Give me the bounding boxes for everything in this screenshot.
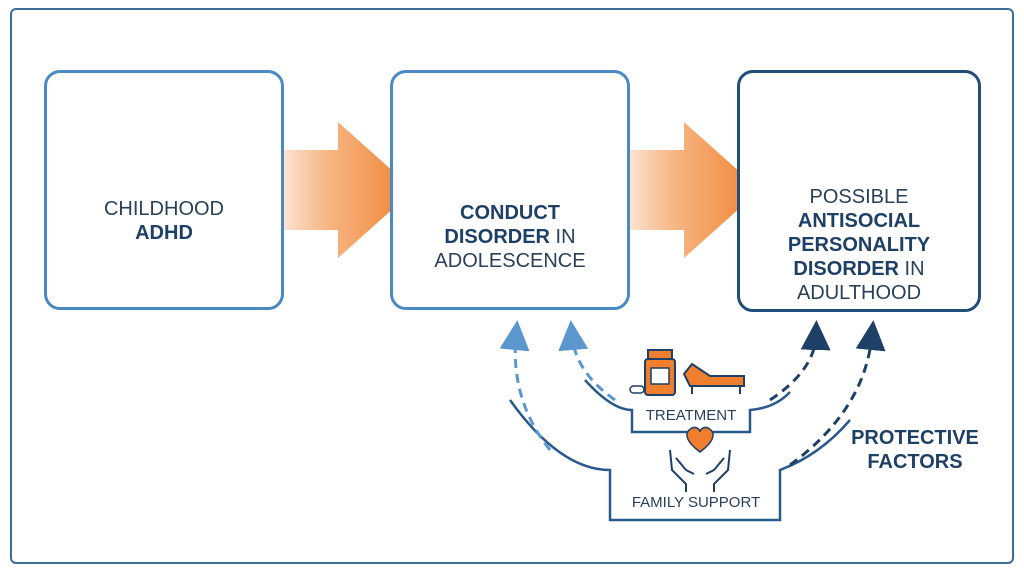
family-support-bracket xyxy=(508,399,851,522)
flow-arrow-2 xyxy=(610,122,760,258)
conduct-disorder-label: CONDUCT DISORDER IN ADOLESCENCE xyxy=(434,202,586,272)
heart-hands-icon xyxy=(669,426,731,492)
treatment-label: TREATMENT xyxy=(645,407,737,424)
diagram-frame xyxy=(10,8,1014,564)
childhood-adhd-label: CHILDHOOD ADHD xyxy=(103,198,224,244)
family-arrow-to-adult xyxy=(789,320,886,467)
treatment-bracket xyxy=(584,379,791,434)
antisocial-personality-label: POSSIBLE ANTISOCIAL PERSONALITY DISORDER… xyxy=(787,186,931,304)
pill-bottle-icon xyxy=(629,349,676,396)
family-arrow-to-conduct xyxy=(499,320,552,451)
treatment-arrow-to-adult xyxy=(769,320,831,402)
flow-arrow-1 xyxy=(264,122,414,258)
therapy-couch-icon xyxy=(682,362,745,394)
antisocial-personality-box: POSSIBLE ANTISOCIAL PERSONALITY DISORDER… xyxy=(737,70,981,312)
conduct-disorder-box: CONDUCT DISORDER IN ADOLESCENCE xyxy=(390,70,630,310)
protective-factors-label: PROTECTIVE FACTORS xyxy=(851,427,979,473)
family-support-label: FAMILY SUPPORT xyxy=(631,494,761,511)
childhood-adhd-box: CHILDHOOD ADHD xyxy=(44,70,284,310)
